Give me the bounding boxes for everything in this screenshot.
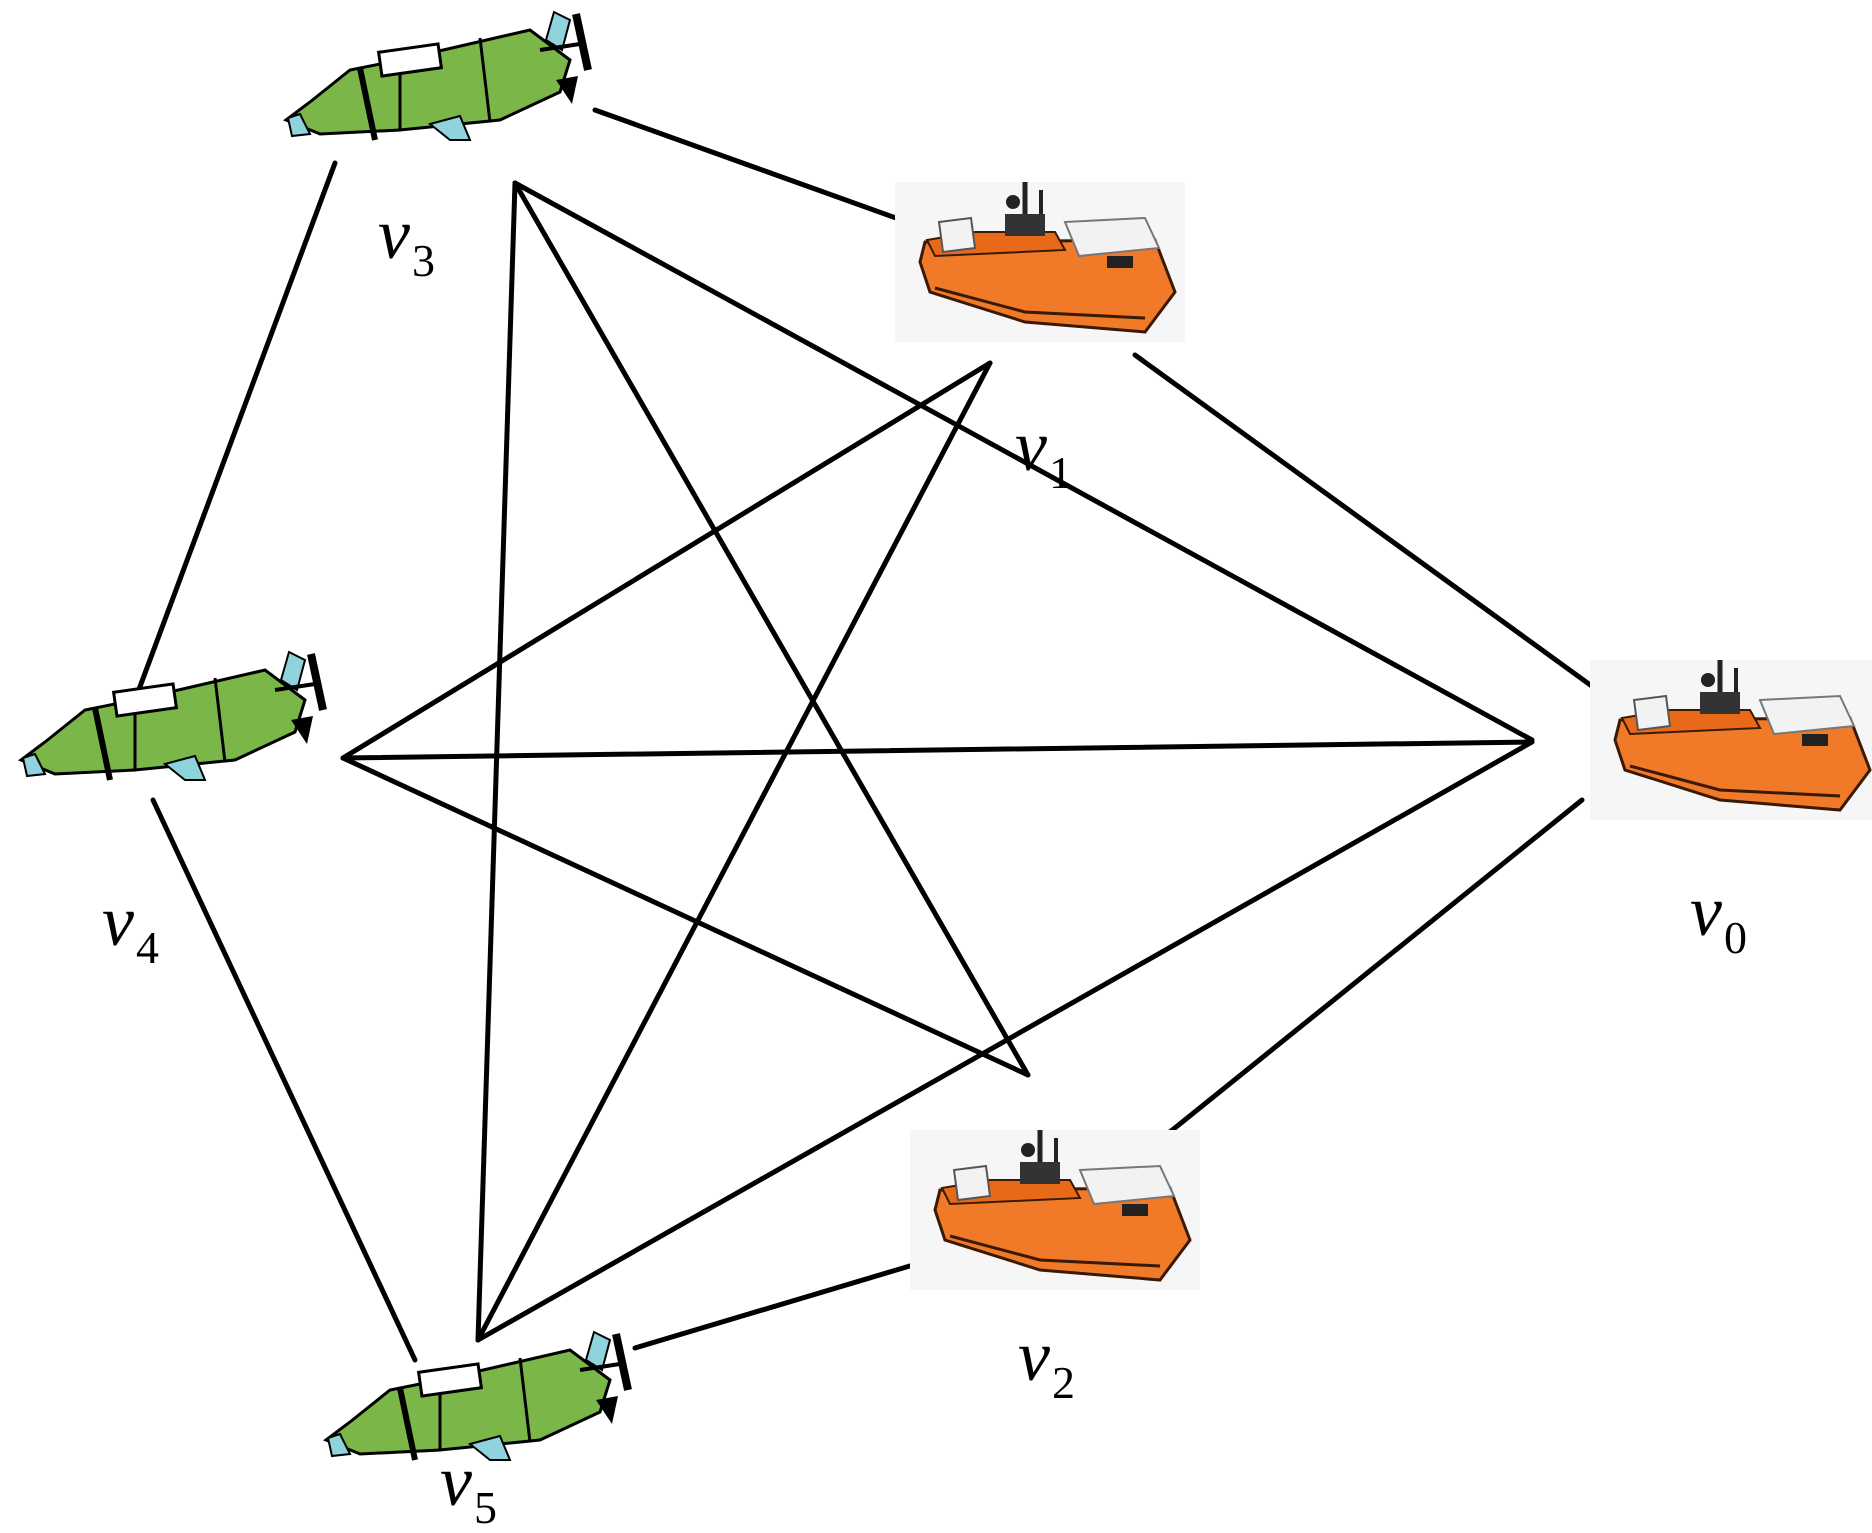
edge-v3-v2 — [512, 180, 1031, 1078]
edge-v4-v0 — [340, 739, 1535, 761]
surface-vessel-icon-v0 — [1590, 660, 1872, 820]
edge-v5-v1 — [475, 360, 993, 1343]
node-label-v1: v1 — [1015, 410, 1072, 496]
edge-v0-v2 — [1147, 797, 1585, 1151]
edge-v4-v2 — [340, 755, 1031, 1078]
surface-vessel-icon-v2 — [910, 1130, 1200, 1290]
node-label-v1-base: v — [1015, 406, 1047, 486]
node-label-v0-base: v — [1690, 871, 1722, 951]
node-label-v3: v3 — [378, 198, 435, 284]
edge-v3-v0 — [512, 180, 1535, 743]
edge-v1-v0 — [1132, 352, 1603, 695]
node-label-v5-sub: 5 — [473, 1482, 497, 1533]
node-label-v0-sub: 0 — [1723, 912, 1747, 963]
edge-v4-v1 — [340, 360, 993, 761]
node-label-v0: v0 — [1690, 875, 1747, 961]
node-label-v2: v2 — [1018, 1320, 1075, 1406]
edge-v3-v5 — [475, 180, 518, 1343]
edge-layer — [135, 107, 1603, 1363]
node-label-v5: v5 — [440, 1445, 497, 1531]
edge-v5-v4 — [150, 797, 418, 1363]
node-label-v1-sub: 1 — [1048, 447, 1072, 498]
node-label-v4-base: v — [102, 881, 134, 961]
edge-v5-v0 — [475, 739, 1535, 1343]
node-label-v2-sub: 2 — [1051, 1357, 1075, 1408]
node-layer — [21, 12, 1872, 1460]
node-label-v5-base: v — [440, 1441, 472, 1521]
node-label-v3-base: v — [378, 194, 410, 274]
surface-vessel-icon-v1 — [895, 182, 1185, 342]
node-label-v4-sub: 4 — [135, 922, 159, 973]
underwater-vehicle-icon-v5 — [326, 1332, 628, 1460]
node-label-v3-sub: 3 — [411, 235, 435, 286]
node-label-v2-base: v — [1018, 1316, 1050, 1396]
underwater-vehicle-icon-v4 — [21, 652, 323, 780]
edge-v4-v3 — [135, 160, 338, 695]
underwater-vehicle-icon-v3 — [286, 12, 588, 140]
edge-v3-v1 — [592, 107, 938, 235]
node-label-v4: v4 — [102, 885, 159, 971]
